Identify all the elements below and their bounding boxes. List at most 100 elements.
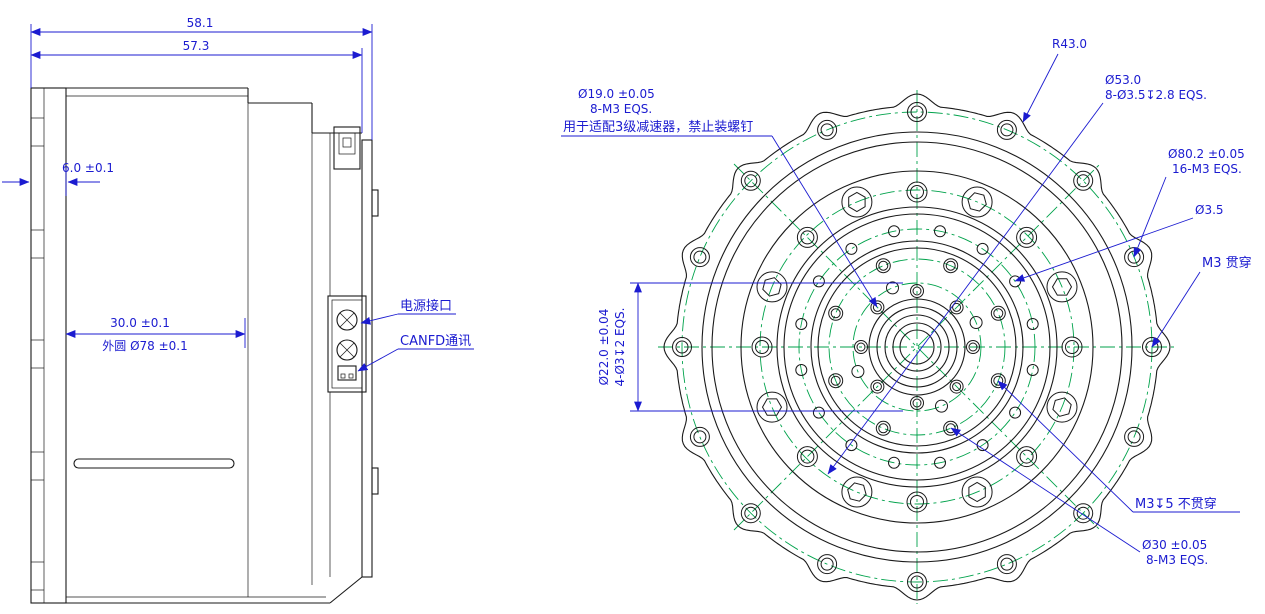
outer-m3-hole bbox=[1076, 174, 1090, 188]
hex-socket bbox=[967, 192, 987, 212]
small-hole bbox=[888, 456, 900, 469]
small-hole bbox=[1026, 364, 1039, 376]
connector-block bbox=[327, 295, 367, 393]
counterbore-hole bbox=[910, 495, 924, 509]
small-hole bbox=[845, 242, 858, 255]
outer-m3-hole bbox=[693, 430, 707, 444]
counterbore-hole bbox=[755, 340, 769, 354]
front-view: R43.0 Ø53.0 8-Ø3.5↧2.8 EQS. Ø19.0 ±0.05 … bbox=[561, 37, 1252, 604]
hex-socket-screw bbox=[756, 271, 788, 303]
outer-m3-hole bbox=[817, 119, 838, 140]
bolt-circles bbox=[681, 111, 1153, 583]
counterbore-hole bbox=[796, 446, 818, 468]
counterbore-hole bbox=[906, 491, 928, 513]
hex-socket-screw bbox=[1046, 391, 1078, 423]
m3-adapter-hole bbox=[872, 382, 882, 392]
dim-d22-line1: Ø22.0 ±0.04 bbox=[597, 309, 611, 386]
m3-adapter-hole bbox=[949, 379, 964, 394]
hex-socket-screw bbox=[841, 476, 873, 508]
dim-d53-line1: Ø53.0 bbox=[1105, 73, 1141, 87]
counterbore-hole bbox=[1061, 336, 1083, 358]
m3-adapter-hole bbox=[856, 342, 866, 352]
m3-adapter-hole bbox=[966, 340, 980, 354]
hex-socket bbox=[762, 277, 782, 297]
counterbore-hole bbox=[1016, 446, 1038, 468]
outer-m3-hole bbox=[1124, 426, 1145, 447]
outer-m3-hole bbox=[672, 337, 692, 357]
outer-m3-hole bbox=[740, 503, 761, 524]
m3-blind-hole bbox=[993, 308, 1004, 319]
hex-socket bbox=[761, 398, 783, 416]
m3-blind-hole bbox=[878, 260, 889, 271]
scalloped-flange-edge bbox=[663, 93, 1171, 601]
outer-m3-hole bbox=[744, 174, 758, 188]
body-circle bbox=[868, 298, 966, 396]
outer-m3-hole bbox=[1000, 557, 1014, 571]
small-hole bbox=[976, 242, 989, 255]
body-circle bbox=[740, 170, 1094, 524]
small-hole bbox=[888, 225, 900, 238]
outer-m3-hole bbox=[675, 340, 689, 354]
dim-d19-line1: Ø19.0 ±0.05 bbox=[578, 87, 655, 101]
body-circle bbox=[892, 322, 942, 372]
dim-d35: Ø3.5 bbox=[1195, 203, 1224, 217]
hex-socket bbox=[968, 481, 986, 503]
dim-d80-line1: Ø80.2 ±0.05 bbox=[1168, 147, 1245, 161]
m3-blind-hole bbox=[828, 305, 844, 321]
m3-blind-hole bbox=[875, 258, 891, 274]
outer-m3-hole bbox=[689, 426, 710, 447]
bolt-circle bbox=[852, 282, 982, 412]
hex-socket bbox=[1051, 278, 1073, 296]
small-hole bbox=[812, 406, 825, 419]
side-view: 58.1 57.3 6.0 ±0.1 30.0 ±0.1 外圆 Ø78 ±0.1… bbox=[2, 16, 474, 604]
m3-adapter-hole bbox=[870, 379, 885, 394]
side-slot bbox=[73, 458, 235, 469]
outer-m3-hole bbox=[820, 557, 834, 571]
outer-m3-hole bbox=[1073, 503, 1094, 524]
outer-m3-hole bbox=[907, 102, 927, 122]
hex-socket bbox=[1052, 397, 1072, 417]
m3-adapter-hole bbox=[952, 382, 962, 392]
hex-socket-screw bbox=[841, 186, 873, 218]
side-view-outline bbox=[30, 87, 379, 604]
m3-adapter-hole bbox=[912, 398, 922, 408]
side-view-dimensions: 58.1 57.3 6.0 ±0.1 30.0 ±0.1 外圆 Ø78 ±0.1 bbox=[2, 16, 373, 353]
side-view-labels: 电源接口 CANFD通讯 bbox=[357, 298, 474, 372]
hex-socket bbox=[848, 191, 866, 213]
counterbore-hole bbox=[906, 181, 928, 203]
bolt-circle bbox=[828, 258, 1006, 436]
dim-d19-note: 用于适配3级减速器，禁止装螺钉 bbox=[563, 120, 753, 135]
small-hole bbox=[812, 275, 825, 288]
body-circle bbox=[701, 131, 1133, 563]
dim-body-width: 30.0 ±0.1 bbox=[110, 316, 170, 330]
outer-m3-hole bbox=[910, 105, 924, 119]
hex-socket-screw bbox=[961, 186, 993, 218]
m3-blind-hole bbox=[878, 423, 889, 434]
m3-blind-hole bbox=[945, 260, 956, 271]
dim-d80-line2: 16-M3 EQS. bbox=[1172, 162, 1242, 176]
body-circle bbox=[810, 240, 1024, 454]
small-hole bbox=[934, 456, 946, 469]
power-connector-1 bbox=[336, 309, 358, 331]
m3-adapter-hole bbox=[912, 286, 922, 296]
outer-m3-hole bbox=[996, 119, 1017, 140]
counterbore-hole bbox=[1065, 340, 1079, 354]
dim-m3-blind: M3↧5 不贯穿 bbox=[1135, 496, 1217, 512]
body-circle bbox=[776, 206, 1058, 488]
body-circles bbox=[701, 131, 1133, 563]
m3-blind-hole bbox=[875, 420, 891, 436]
hole-patterns bbox=[672, 102, 1162, 592]
small-hole bbox=[845, 439, 858, 452]
dim-d30-line1: Ø30 ±0.05 bbox=[1142, 538, 1207, 552]
m3-blind-hole bbox=[943, 258, 959, 274]
bolt-circle bbox=[798, 228, 1036, 466]
outer-m3-hole bbox=[693, 250, 707, 264]
counterbore-hole bbox=[1019, 449, 1034, 464]
label-power-connector: 电源接口 bbox=[400, 298, 452, 314]
m3-blind-hole bbox=[945, 423, 956, 434]
outer-m3-hole bbox=[744, 506, 758, 520]
m3-blind-hole bbox=[990, 305, 1006, 321]
small-hole bbox=[1026, 318, 1039, 330]
